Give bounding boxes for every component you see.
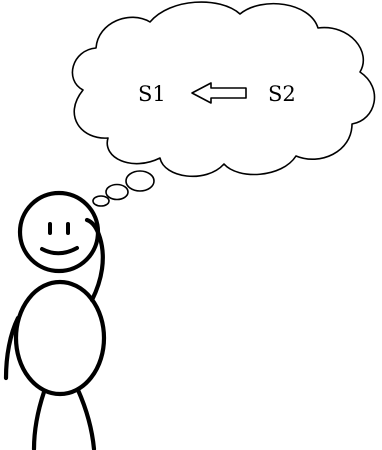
head xyxy=(20,193,98,271)
state-s1-label: S1 xyxy=(138,82,166,106)
stick-figure xyxy=(6,193,104,449)
left-leg xyxy=(34,392,44,449)
right-leg xyxy=(78,390,94,449)
smile xyxy=(42,248,77,253)
state-s2-label: S2 xyxy=(268,82,296,106)
thought-cloud: S1 S2 xyxy=(68,0,379,206)
raised-arm xyxy=(87,220,103,300)
